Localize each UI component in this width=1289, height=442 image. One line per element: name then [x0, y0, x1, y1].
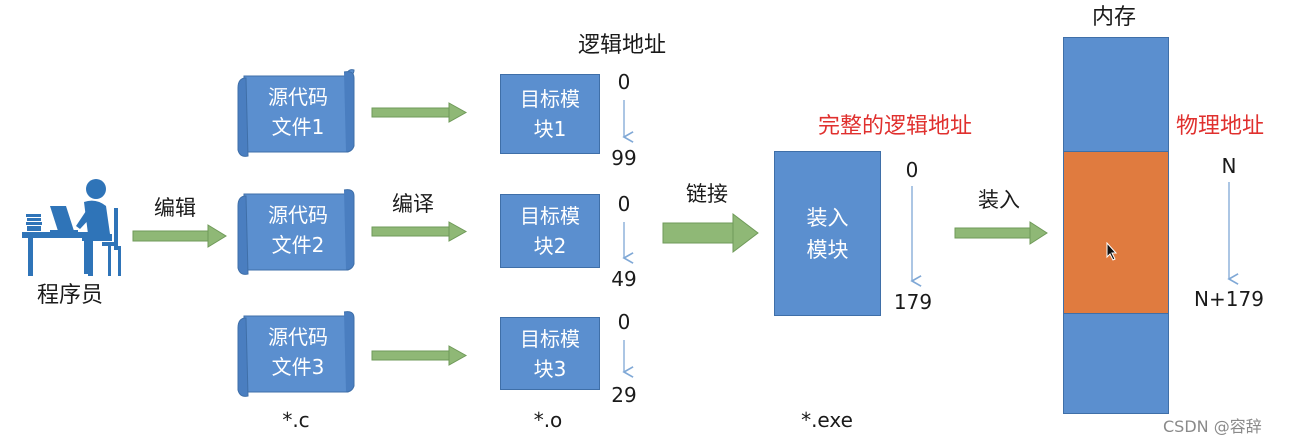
- load-module-start-address: 0: [905, 158, 919, 182]
- module-1-start-address: 0: [617, 70, 631, 94]
- load-arrow: [954, 221, 1048, 245]
- watermark: CSDN @容辞: [1163, 417, 1262, 436]
- load-label: 装入: [978, 188, 1020, 212]
- scroll-shape: [237, 189, 355, 275]
- edit-label: 编辑: [154, 196, 196, 220]
- mouse-cursor-icon: [1106, 242, 1118, 261]
- edit-arrow: [132, 224, 227, 248]
- memory-block: [1063, 37, 1169, 414]
- memory-title: 内存: [1092, 5, 1137, 30]
- source-file-label: 源代码 文件3: [268, 325, 328, 379]
- memory-segment-bottom: [1063, 313, 1169, 414]
- source-file-3: 源代码 文件3: [236, 306, 356, 402]
- module-2-start-address: 0: [617, 192, 631, 216]
- module-3-end-address: 29: [611, 383, 637, 407]
- link-arrow: [662, 212, 759, 254]
- programmer-label: 程序员: [37, 283, 104, 308]
- module-2-end-address: 49: [611, 267, 637, 291]
- exe-extension-label: *.exe: [801, 408, 853, 432]
- complete-logical-address-title: 完整的逻辑地址: [818, 114, 973, 139]
- logical-address-title: 逻辑地址: [578, 33, 667, 58]
- link-label: 链接: [686, 182, 728, 206]
- load-module-end-address: 179: [893, 290, 933, 314]
- object-module-1: 目标模 块1: [500, 74, 600, 154]
- memory-segment-loaded-program: [1063, 151, 1169, 314]
- programmer-at-computer-icon: [18, 168, 130, 280]
- compile-arrow-1: [371, 102, 468, 123]
- object-module-2: 目标模 块2: [500, 194, 600, 268]
- load-module-box: 装入 模块: [774, 151, 881, 316]
- memory-segment-top: [1063, 37, 1169, 152]
- module-3-start-address: 0: [617, 310, 631, 334]
- module-1-end-address: 99: [611, 146, 637, 170]
- scroll-shape: [237, 69, 355, 157]
- object-extension-label: *.o: [533, 408, 563, 432]
- physical-start-address: N: [1221, 154, 1237, 178]
- compile-arrow-3: [371, 345, 468, 366]
- physical-address-title: 物理地址: [1176, 114, 1265, 139]
- physical-end-address: N+179: [1194, 287, 1264, 311]
- source-file-1: 源代码 文件1: [236, 66, 356, 162]
- source-extension-label: *.c: [282, 408, 310, 432]
- source-file-label: 源代码 文件1: [268, 85, 328, 139]
- compile-arrow-2: [371, 221, 468, 242]
- scroll-shape: [237, 311, 355, 397]
- compile-label: 编译: [392, 192, 434, 216]
- object-module-3: 目标模 块3: [500, 317, 600, 390]
- source-file-2: 源代码 文件2: [236, 184, 356, 280]
- source-file-label: 源代码 文件2: [268, 203, 328, 257]
